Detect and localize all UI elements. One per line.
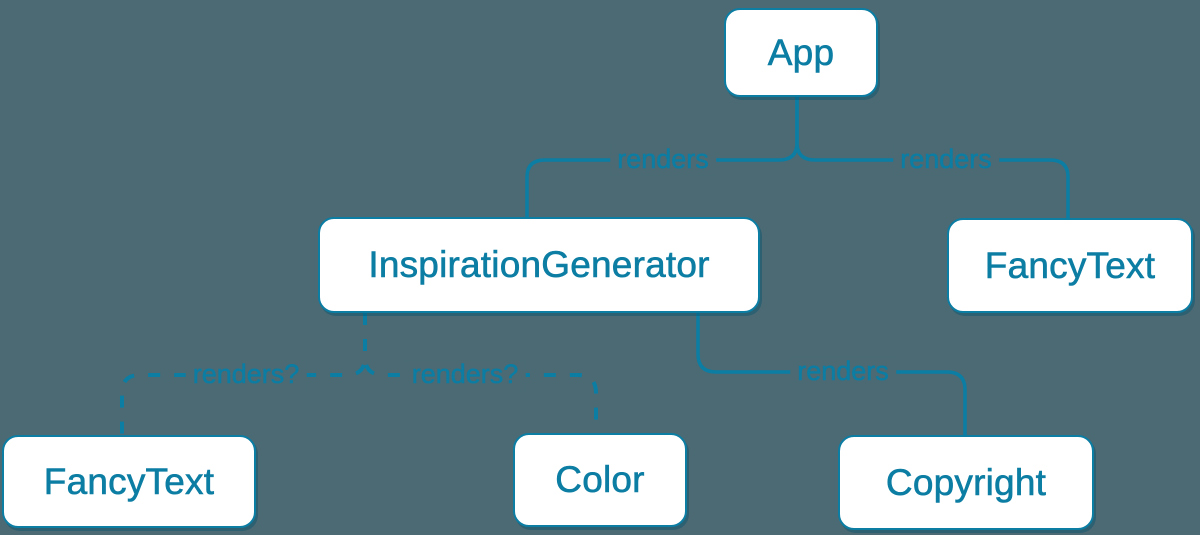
node-color: Color xyxy=(513,433,687,527)
node-fancy-text-bottom: FancyText xyxy=(2,435,256,528)
edge-label-renders-conditional-fancytext: renders? xyxy=(185,359,307,390)
node-app-label: App xyxy=(767,31,835,73)
node-color-label: Color xyxy=(555,459,645,501)
edge-inspirationgenerator-color-dashed xyxy=(363,313,598,433)
node-copyright-label: Copyright xyxy=(885,461,1047,503)
node-fancy-text-top: FancyText xyxy=(947,218,1193,313)
node-fancy-text-bottom-label: FancyText xyxy=(43,460,215,502)
edge-label-renders-conditional-color: renders? xyxy=(404,359,526,390)
node-fancy-text-top-label: FancyText xyxy=(984,244,1156,286)
edge-label-renders-app-fancytext: renders xyxy=(893,144,999,175)
node-inspiration-generator-label: InspirationGenerator xyxy=(368,244,710,286)
node-inspiration-generator: InspirationGenerator xyxy=(318,217,760,313)
node-copyright: Copyright xyxy=(838,435,1094,530)
edge-label-renders-copyright: renders xyxy=(790,356,896,387)
edge-label-renders-app-inspirationgenerator: renders xyxy=(610,144,716,175)
node-app: App xyxy=(724,8,878,97)
